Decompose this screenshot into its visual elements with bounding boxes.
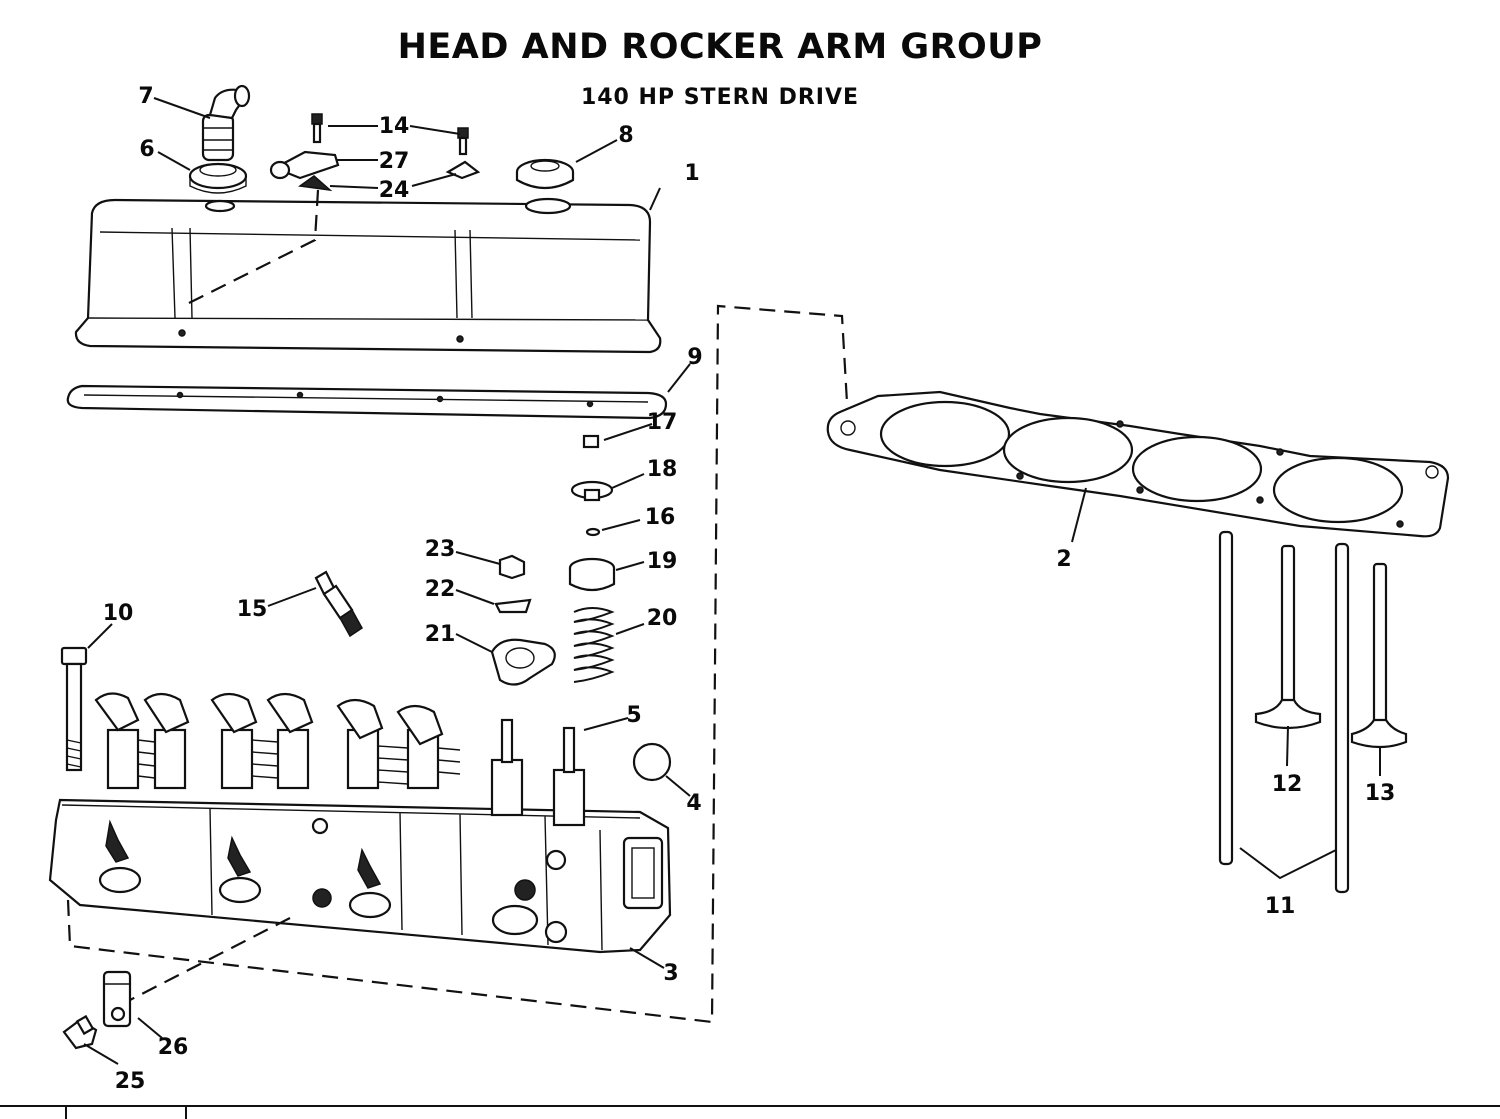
callout-9: 9 [687,345,702,370]
callout-1: 1 [684,161,699,186]
oil-filler-cap [515,158,575,190]
callout-22: 22 [425,577,456,602]
callout-17: 17 [647,410,678,435]
callout-6: 6 [139,137,154,162]
wire-clip-2 [102,970,132,1028]
assembly-dashed-outline [66,304,850,1024]
callout-3: 3 [663,961,678,986]
exhaust-valve [1350,562,1408,749]
valve-key [585,527,601,537]
head-bolt [60,646,88,772]
clip-screw [62,1014,98,1050]
diagram-subtitle: 140 HP STERN DRIVE [581,85,859,110]
intake-valve [1254,544,1322,730]
callout-10: 10 [103,601,134,626]
clip-alignment-line [129,917,291,1001]
callout-20: 20 [647,606,678,631]
callout-7: 7 [138,84,153,109]
pcv-elbow [201,84,251,162]
rocker-ball [632,742,672,782]
callout-15: 15 [237,597,268,622]
spark-plug [314,570,363,638]
rocker-cover-gasket [66,384,668,420]
callout-4: 4 [686,791,701,816]
callout-25: 25 [115,1069,146,1094]
rocker-arms-row [94,692,444,746]
callout-2: 2 [1056,547,1071,572]
diagram-title: HEAD AND ROCKER ARM GROUP [398,27,1043,67]
head-gasket [826,390,1450,538]
spring-cap [568,557,616,592]
callout-13: 13 [1365,781,1396,806]
callout-16: 16 [645,505,676,530]
grommet [188,162,248,194]
callout-5: 5 [626,703,641,728]
rocker-arm [490,638,556,686]
wire-clip [269,150,340,180]
callout-19: 19 [647,549,678,574]
callout-26: 26 [158,1035,189,1060]
valve-spring [573,607,615,683]
pushrods [1218,530,1350,894]
cylinder-head [48,692,672,954]
callout-21: 21 [425,622,456,647]
rocker-cover [74,197,662,354]
callout-labels: 1 2 3 4 5 6 7 8 9 10 11 12 13 14 15 16 1… [103,84,1396,1094]
valve-seal [582,434,600,449]
bottom-frame [0,1105,1500,1119]
valve-shield [570,480,614,502]
callout-8: 8 [618,123,633,148]
callout-14: 14 [379,114,410,139]
alignment-line [184,189,320,306]
callout-11: 11 [1265,894,1296,919]
callout-24: 24 [379,178,410,203]
callout-27: 27 [379,149,410,174]
rocker-ball-seat [494,598,532,614]
rocker-nut [498,554,526,580]
callout-23: 23 [425,537,456,562]
leader-lines [83,97,1381,1065]
callout-12: 12 [1272,772,1303,797]
callout-18: 18 [647,457,678,482]
